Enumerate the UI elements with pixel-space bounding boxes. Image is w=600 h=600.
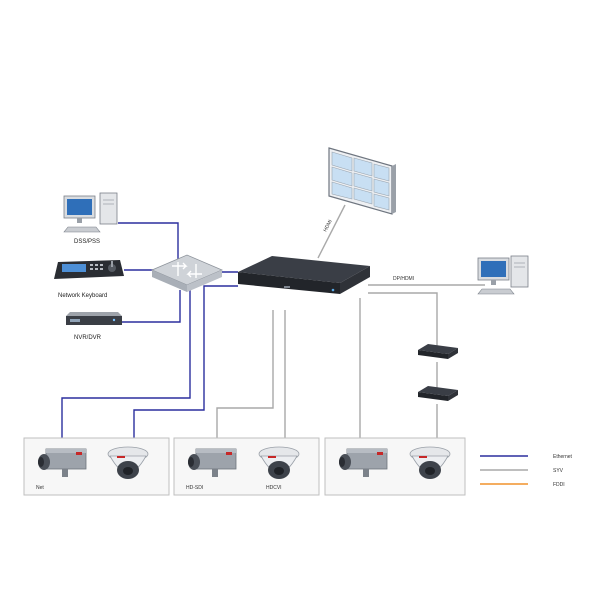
fiber-converter-top-icon [418,344,458,359]
legend-fddi-label: FDDI [553,482,565,488]
fiber-converter-bottom-icon [418,386,458,401]
nvr-dvr-icon [66,312,122,325]
dp-hdmi-label: DP/HDMI [393,276,414,282]
dome-camera-right-icon [409,446,451,479]
dome-camera-net-icon [107,446,149,479]
network-switch-icon [150,254,224,292]
video-wall [328,147,396,215]
dss-pss-label: DSS/PSS [74,239,100,245]
dss-pss-computer-icon [63,192,118,233]
monitor-computer-icon [477,255,529,295]
hdmi-label: HDMI [322,219,333,233]
ethernet-line-net-dome [133,285,238,440]
ethernet-line-nvr [120,290,181,323]
box-camera-right-icon [339,448,388,477]
syv-line-hdmi-wall [317,204,346,259]
hdcvi-label: HDCVI [266,485,282,491]
network-keyboard-icon [54,260,124,279]
box-camera-hd-sdi-icon [188,448,237,477]
syv-line-converters [368,292,438,442]
network-keyboard-label: Network Keyboard [58,293,107,299]
hd-sdi-label: HD-SDI [186,485,203,491]
ethernet-line-net-camera [61,288,191,442]
syv-line-hdsdi-camera [216,310,274,442]
ethernet-line-dss [118,222,179,262]
net-label: Net [36,485,44,491]
nvr-dvr-label: NVR/DVR [74,335,102,341]
connections [61,204,485,442]
legend-syv-label: SYV [553,468,564,474]
video-decoder-device-icon [238,256,370,294]
legend-ethernet-label: Ethernet [553,454,573,460]
legend: Ethernet SYV FDDI [480,454,573,488]
box-camera-net-icon [38,448,87,477]
dome-camera-hdcvi-icon [258,446,300,479]
